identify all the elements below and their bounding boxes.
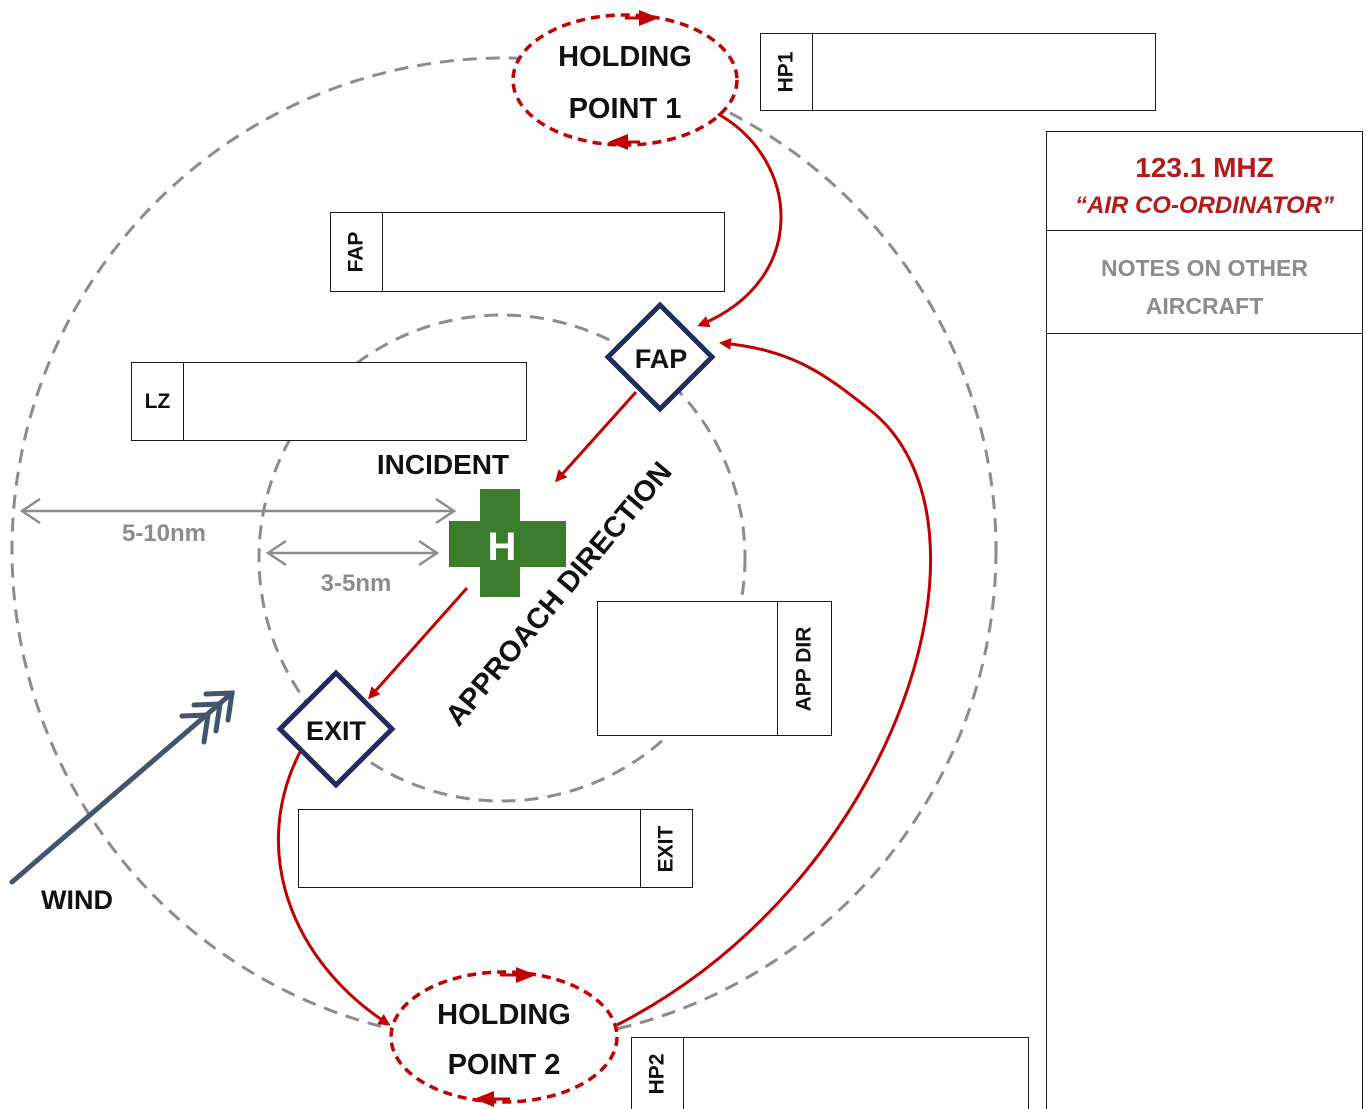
helipad-letter: H	[488, 525, 517, 569]
route-hp2-to-fap	[616, 337, 933, 1027]
holding-point-2-ellipse[interactable]	[389, 970, 619, 1104]
outer-range-label: 5-10nm	[122, 520, 206, 547]
exit-entry[interactable]	[299, 810, 640, 887]
fap-marker[interactable]	[604, 301, 716, 413]
exit-field: EXIT	[298, 809, 693, 888]
hp1-entry[interactable]	[813, 34, 1155, 110]
inner-range-indicator	[265, 539, 440, 567]
fap-field: FAP	[330, 212, 725, 292]
hp1-field: HP1	[760, 33, 1156, 111]
lz-field: LZ	[131, 362, 527, 441]
inner-range-ring	[257, 313, 747, 803]
fap-marker-label: FAP	[635, 344, 688, 374]
app-dir-entry[interactable]	[598, 602, 777, 735]
inner-range-label: 3-5nm	[321, 570, 392, 597]
fap-tag: FAP	[331, 213, 383, 291]
route-incident-to-exit	[368, 587, 469, 700]
helipad-cross-icon	[449, 489, 566, 597]
incident-label: INCIDENT	[377, 449, 509, 480]
panel-divider-2	[1047, 333, 1362, 334]
panel-divider-1	[1047, 230, 1362, 231]
app-dir-tag: APP DIR	[777, 602, 831, 735]
holding-point-2-line1: HOLDING	[437, 999, 571, 1031]
exit-marker-label: EXIT	[306, 716, 367, 746]
exit-tag: EXIT	[640, 810, 692, 887]
hp2-tag: HP2	[632, 1038, 684, 1109]
lz-tag: LZ	[132, 363, 184, 440]
lz-entry[interactable]	[184, 363, 526, 440]
exit-marker[interactable]	[276, 669, 396, 789]
notes-entry-area[interactable]	[1047, 335, 1362, 1109]
notes-heading: NOTES ON OTHER AIRCRAFT	[1100, 255, 1308, 319]
holding-point-1-line2: POINT 1	[569, 93, 682, 125]
route-fap-to-incident	[554, 390, 638, 483]
frequency-label: 123.1 MHZ	[1135, 152, 1274, 183]
holding-point-2-line2: POINT 2	[448, 1049, 561, 1081]
fap-entry[interactable]	[383, 213, 724, 291]
route-exit-to-hp2	[277, 751, 391, 1026]
app-dir-field: APP DIR	[597, 601, 832, 736]
frequency-panel: 123.1 MHZ “AIR CO-ORDINATOR” NOTES ON OT…	[1046, 131, 1363, 1109]
holding-point-1-line1: HOLDING	[558, 41, 692, 73]
hp2-field: HP2	[631, 1037, 1029, 1109]
route-hp1-to-fap	[697, 112, 783, 328]
hp2-entry[interactable]	[684, 1038, 1028, 1109]
wind-arrow-icon	[9, 690, 235, 885]
wind-label: WIND	[41, 885, 113, 915]
holding-point-1-ellipse[interactable]	[511, 13, 739, 147]
hp1-tag: HP1	[761, 34, 813, 110]
outer-range-indicator	[19, 497, 457, 525]
role-label: “AIR CO-ORDINATOR”	[1074, 192, 1335, 219]
